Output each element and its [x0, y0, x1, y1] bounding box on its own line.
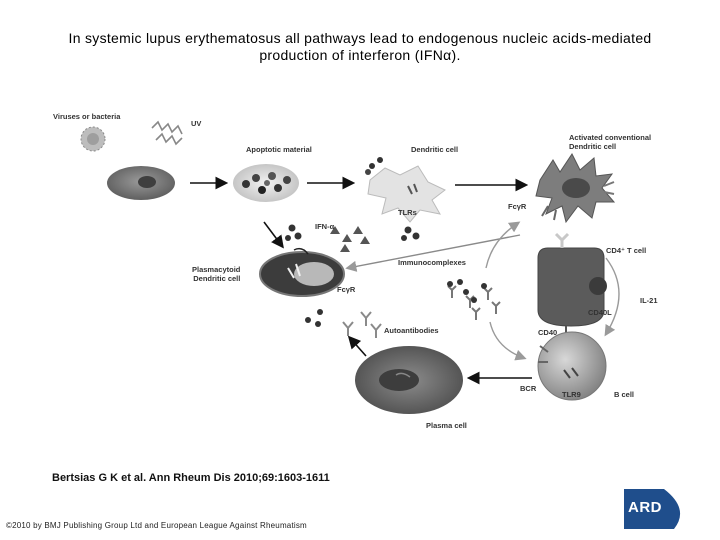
label-apoptotic: Apoptotic material	[246, 145, 312, 154]
arrow-immuno-to-pdc	[345, 234, 521, 272]
cell-icon	[107, 166, 175, 200]
uv-ray-icon	[151, 120, 183, 146]
apoptotic-material-icon	[233, 164, 299, 202]
label-cd40l: CD40L	[588, 308, 612, 317]
ard-logo-text: ARD	[628, 499, 662, 516]
label-tlr9: TLR9	[562, 390, 581, 399]
arrow-immuno-to-bcell	[489, 321, 527, 361]
dendritic-cell-icon	[365, 157, 446, 223]
label-bcr: BCR	[520, 384, 537, 393]
ard-logo: ARD	[624, 489, 690, 529]
label-plasmacytoid: Plasmacytoid Dendritic cell	[192, 265, 241, 283]
title-line-2: production of interferon (IFNα).	[259, 47, 461, 63]
label-fcyr-top: FcγR	[508, 202, 527, 211]
label-viruses: Viruses or bacteria	[53, 112, 121, 121]
cd4-t-cell-icon	[537, 232, 607, 327]
ifn-alpha-icon	[330, 226, 370, 252]
autoantibody-icons	[342, 311, 382, 338]
label-cd40: CD40	[538, 328, 558, 337]
arrow-immuno-to-cdc	[485, 221, 521, 269]
figure-title: In systemic lupus erythematosus all path…	[20, 30, 700, 64]
plasmacytoid-dendritic-cell-icon	[259, 247, 345, 297]
copyright-notice: ©2010 by BMJ Publishing Group Ltd and Eu…	[6, 521, 307, 530]
label-cd4-t-cell: CD4⁺ T cell	[606, 246, 647, 255]
label-fcyr-pdc: FcγR	[337, 285, 356, 294]
label-autoantibodies: Autoantibodies	[384, 326, 439, 335]
label-b-cell: B cell	[614, 390, 635, 399]
b-cell-icon	[537, 331, 607, 401]
arrow-to-pdc	[263, 221, 284, 249]
activated-dendritic-cell-icon	[535, 153, 616, 224]
label-tlrs: TLRs	[398, 208, 417, 217]
label-immunocomplexes: Immunocomplexes	[398, 258, 466, 267]
title-line-1: In systemic lupus erythematosus all path…	[68, 30, 652, 46]
nucleic-acid-particles	[285, 224, 420, 241]
plasma-cell-icon	[355, 346, 463, 414]
logo-curve-icon	[664, 489, 690, 529]
citation: Bertsias G K et al. Ann Rheum Dis 2010;6…	[52, 472, 330, 484]
label-ifn-alpha: IFN-α	[315, 222, 335, 231]
label-plasma-cell: Plasma cell	[426, 421, 467, 430]
arrow-il21	[604, 257, 620, 337]
virus-icon	[80, 126, 106, 152]
label-activated: Activated conventional Dendritic cell	[569, 133, 652, 151]
label-dendritic: Dendritic cell	[411, 145, 459, 154]
arrow-plasma-to-autoantibodies	[347, 335, 367, 357]
label-il21: IL-21	[640, 296, 658, 305]
label-uv: UV	[191, 119, 202, 128]
